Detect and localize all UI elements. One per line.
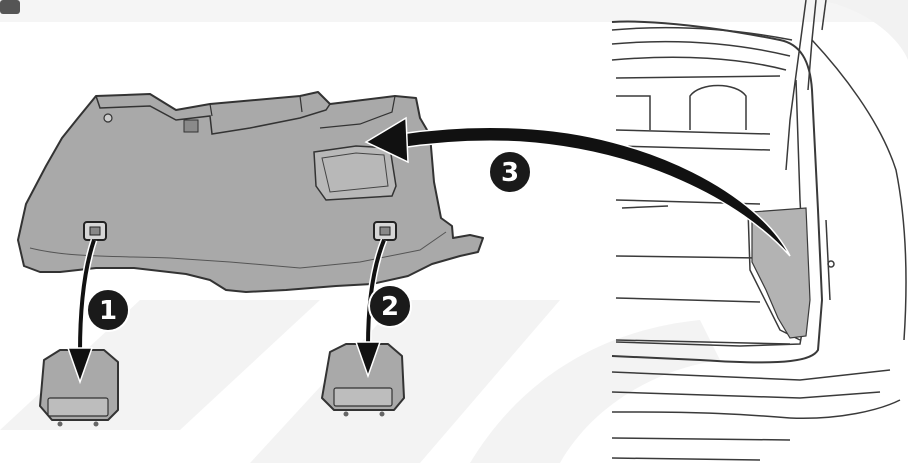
step-badge-2: 2 xyxy=(369,285,411,327)
cover-location-1 xyxy=(84,222,106,240)
cover-location-2 xyxy=(374,222,396,240)
panel-recess xyxy=(314,146,396,200)
step-badge-3: 3 xyxy=(489,151,531,193)
step-badge-1-label: 1 xyxy=(99,296,117,326)
step-badge-1: 1 xyxy=(87,289,129,331)
step-badge-2-label: 2 xyxy=(381,292,399,322)
corner-tab-icon xyxy=(0,0,20,14)
panel-clip-slot xyxy=(184,120,198,132)
watermark-top-band xyxy=(0,0,908,22)
panel-screw-hole xyxy=(104,114,112,122)
step-badge-3-label: 3 xyxy=(501,158,519,188)
